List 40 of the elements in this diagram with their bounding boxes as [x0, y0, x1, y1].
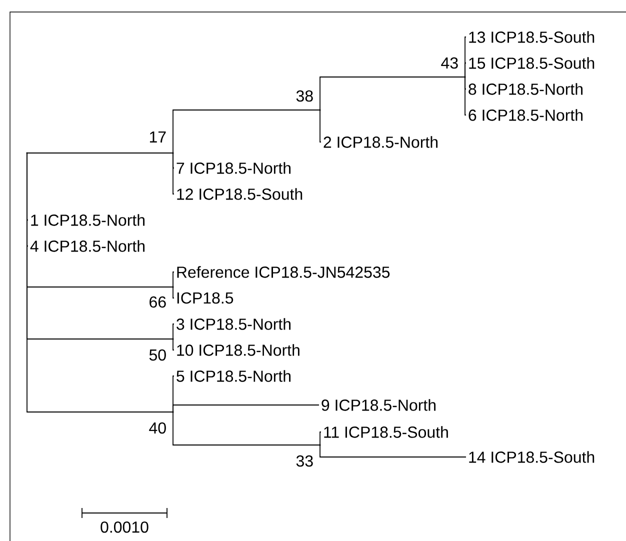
leaf-label: 6 ICP18.5-North: [468, 109, 582, 121]
branch-line: [172, 272, 174, 288]
leaf-label: 4 ICP18.5-North: [30, 240, 144, 252]
branch-line: [172, 152, 174, 194]
leaf-label: 13 ICP18.5-South: [469, 31, 594, 43]
bootstrap-value: 38: [296, 90, 313, 102]
leaf-label: 15 ICP18.5-South: [469, 57, 594, 69]
bootstrap-value: 33: [296, 455, 313, 467]
branch-line: [320, 444, 466, 458]
leaf-label: 8 ICP18.5-North: [468, 83, 582, 95]
leaf-label: 7 ICP18.5-North: [176, 162, 290, 174]
branch-line: [172, 324, 174, 340]
leaf-label: 10 ICP18.5-North: [177, 344, 300, 356]
branch-line: [464, 62, 466, 78]
branch-line: [172, 286, 174, 298]
bootstrap-value: 66: [150, 296, 166, 308]
bootstrap-value: 43: [441, 57, 458, 69]
branch-line: [320, 432, 322, 446]
leaf-label: 14 ICP18.5-South: [469, 451, 594, 463]
bootstrap-value: 50: [149, 349, 166, 361]
branch-line: [172, 404, 320, 412]
branch-line: [464, 76, 466, 116]
leaf-label: 3 ICP18.5-North: [176, 318, 290, 330]
branch-line: [320, 110, 322, 142]
leaf-label: ICP18.5: [177, 292, 234, 304]
leaf-label: Reference ICP18.5-JN542535: [177, 266, 390, 278]
leaf-label: 1 ICP18.5-North: [31, 214, 144, 226]
branch-line: [320, 76, 466, 110]
leaf-label: 12 ICP18.5-South: [177, 188, 302, 200]
scale-label: 0.0010: [100, 521, 148, 533]
leaf-label: 5 ICP18.5-North: [176, 370, 290, 382]
branch-line: [26, 152, 174, 154]
leaf-label: 9 ICP18.5-North: [322, 399, 436, 411]
branch-line: [172, 110, 320, 154]
leaf-label: 11 ICP18.5-South: [324, 426, 448, 438]
branch-line: [172, 338, 174, 350]
bootstrap-value: 17: [150, 132, 166, 142]
bootstrap-value: 40: [149, 422, 166, 434]
branch-line: [172, 412, 320, 446]
leaf-label: 2 ICP18.5-North: [324, 136, 438, 148]
